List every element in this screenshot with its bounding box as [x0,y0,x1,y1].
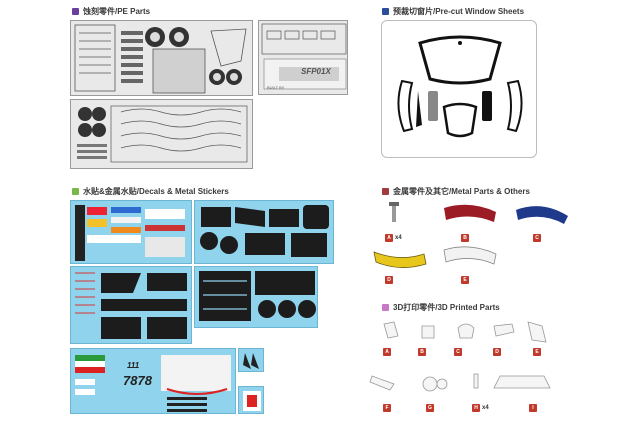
decal-sheet-2-art [200,205,329,257]
decal-sheet-5: 111 7878 [70,348,236,414]
decal-sheet-4-art [199,271,316,321]
printed-tag-h: H [472,404,480,412]
window-title-marker [382,8,389,15]
metal-tag-d: D [385,276,393,284]
metal-title-text: 金属零件及其它/Metal Parts & Others [393,187,530,196]
pe-sheet-small: SFP01X BUILT BY [258,20,348,95]
pe-built-by: BUILT BY [267,85,285,90]
printed-tag-e: E [533,348,541,356]
printed-tag-i: I [529,404,537,412]
pe-sheet-small-art [261,23,347,90]
window-section-title: 预裁切窗片/Pre-cut Window Sheets [382,6,524,17]
decal-sheet-1 [70,200,192,264]
decals-section-title: 水贴&金属水贴/Decals & Metal Stickers [72,186,229,197]
decal-number-small: 111 [127,361,140,370]
pe-title-text: 蚀刻零件/PE Parts [83,7,151,16]
printed-qty-h: x4 [482,405,489,411]
printed-tag-f: F [383,404,391,412]
printed-tag-a: A [383,348,391,356]
window-title-text: 预裁切窗片/Pre-cut Window Sheets [393,7,525,16]
decals-title-text: 水贴&金属水贴/Decals & Metal Stickers [83,187,229,196]
pe-brand-logo: SFP01X [301,67,331,76]
pe-section-title: 蚀刻零件/PE Parts [72,6,150,17]
window-sheet-art [397,35,523,138]
pe-title-marker [72,8,79,15]
pe-sheet-main-art [74,24,247,94]
metal-part-a-screw [389,202,399,222]
decals-title-marker [72,188,79,195]
printed-tag-c: C [454,348,462,356]
metal-tag-a: A [385,234,393,242]
printed-tag-g: G [426,404,434,412]
metal-part-e-ribbon [443,246,497,265]
decal-sheet-6 [238,348,264,372]
printed-parts-row1-art [383,321,547,343]
metal-tag-c: C [533,234,541,242]
printed-title-marker [382,304,389,311]
printed-tag-b: B [418,348,426,356]
decal-sheet-3 [70,266,192,344]
decal-sheet-7-art [243,391,261,411]
decal-sheet-5-art [75,355,231,412]
pe-sheet-main [70,20,253,96]
metal-qty-a: x4 [395,235,402,241]
metal-part-c-ribbon [516,206,568,224]
printed-title-text: 3D打印零件/3D Printed Parts [393,303,500,312]
pe-sheet-bottom [70,99,253,169]
metal-title-marker [382,188,389,195]
metal-part-b-ribbon [444,204,496,222]
metal-part-d-ribbon [373,251,427,268]
metal-tag-e: E [461,276,469,284]
decal-sheet-4 [194,266,318,328]
decal-sheet-6-art [243,353,259,369]
decal-sheet-2 [194,200,334,264]
decal-sheet-3-art [75,272,187,339]
pe-sheet-bottom-art [77,105,248,163]
printed-section-title: 3D打印零件/3D Printed Parts [382,302,500,313]
decal-number-large: 7878 [123,373,152,388]
printed-tag-d: D [493,348,501,356]
metal-tag-b: B [461,234,469,242]
metal-section-title: 金属零件及其它/Metal Parts & Others [382,186,530,197]
window-sheet-box [381,20,537,158]
decal-sheet-1-art [75,205,185,261]
decal-sheet-7 [238,386,264,414]
printed-parts-row2-art [369,373,551,392]
